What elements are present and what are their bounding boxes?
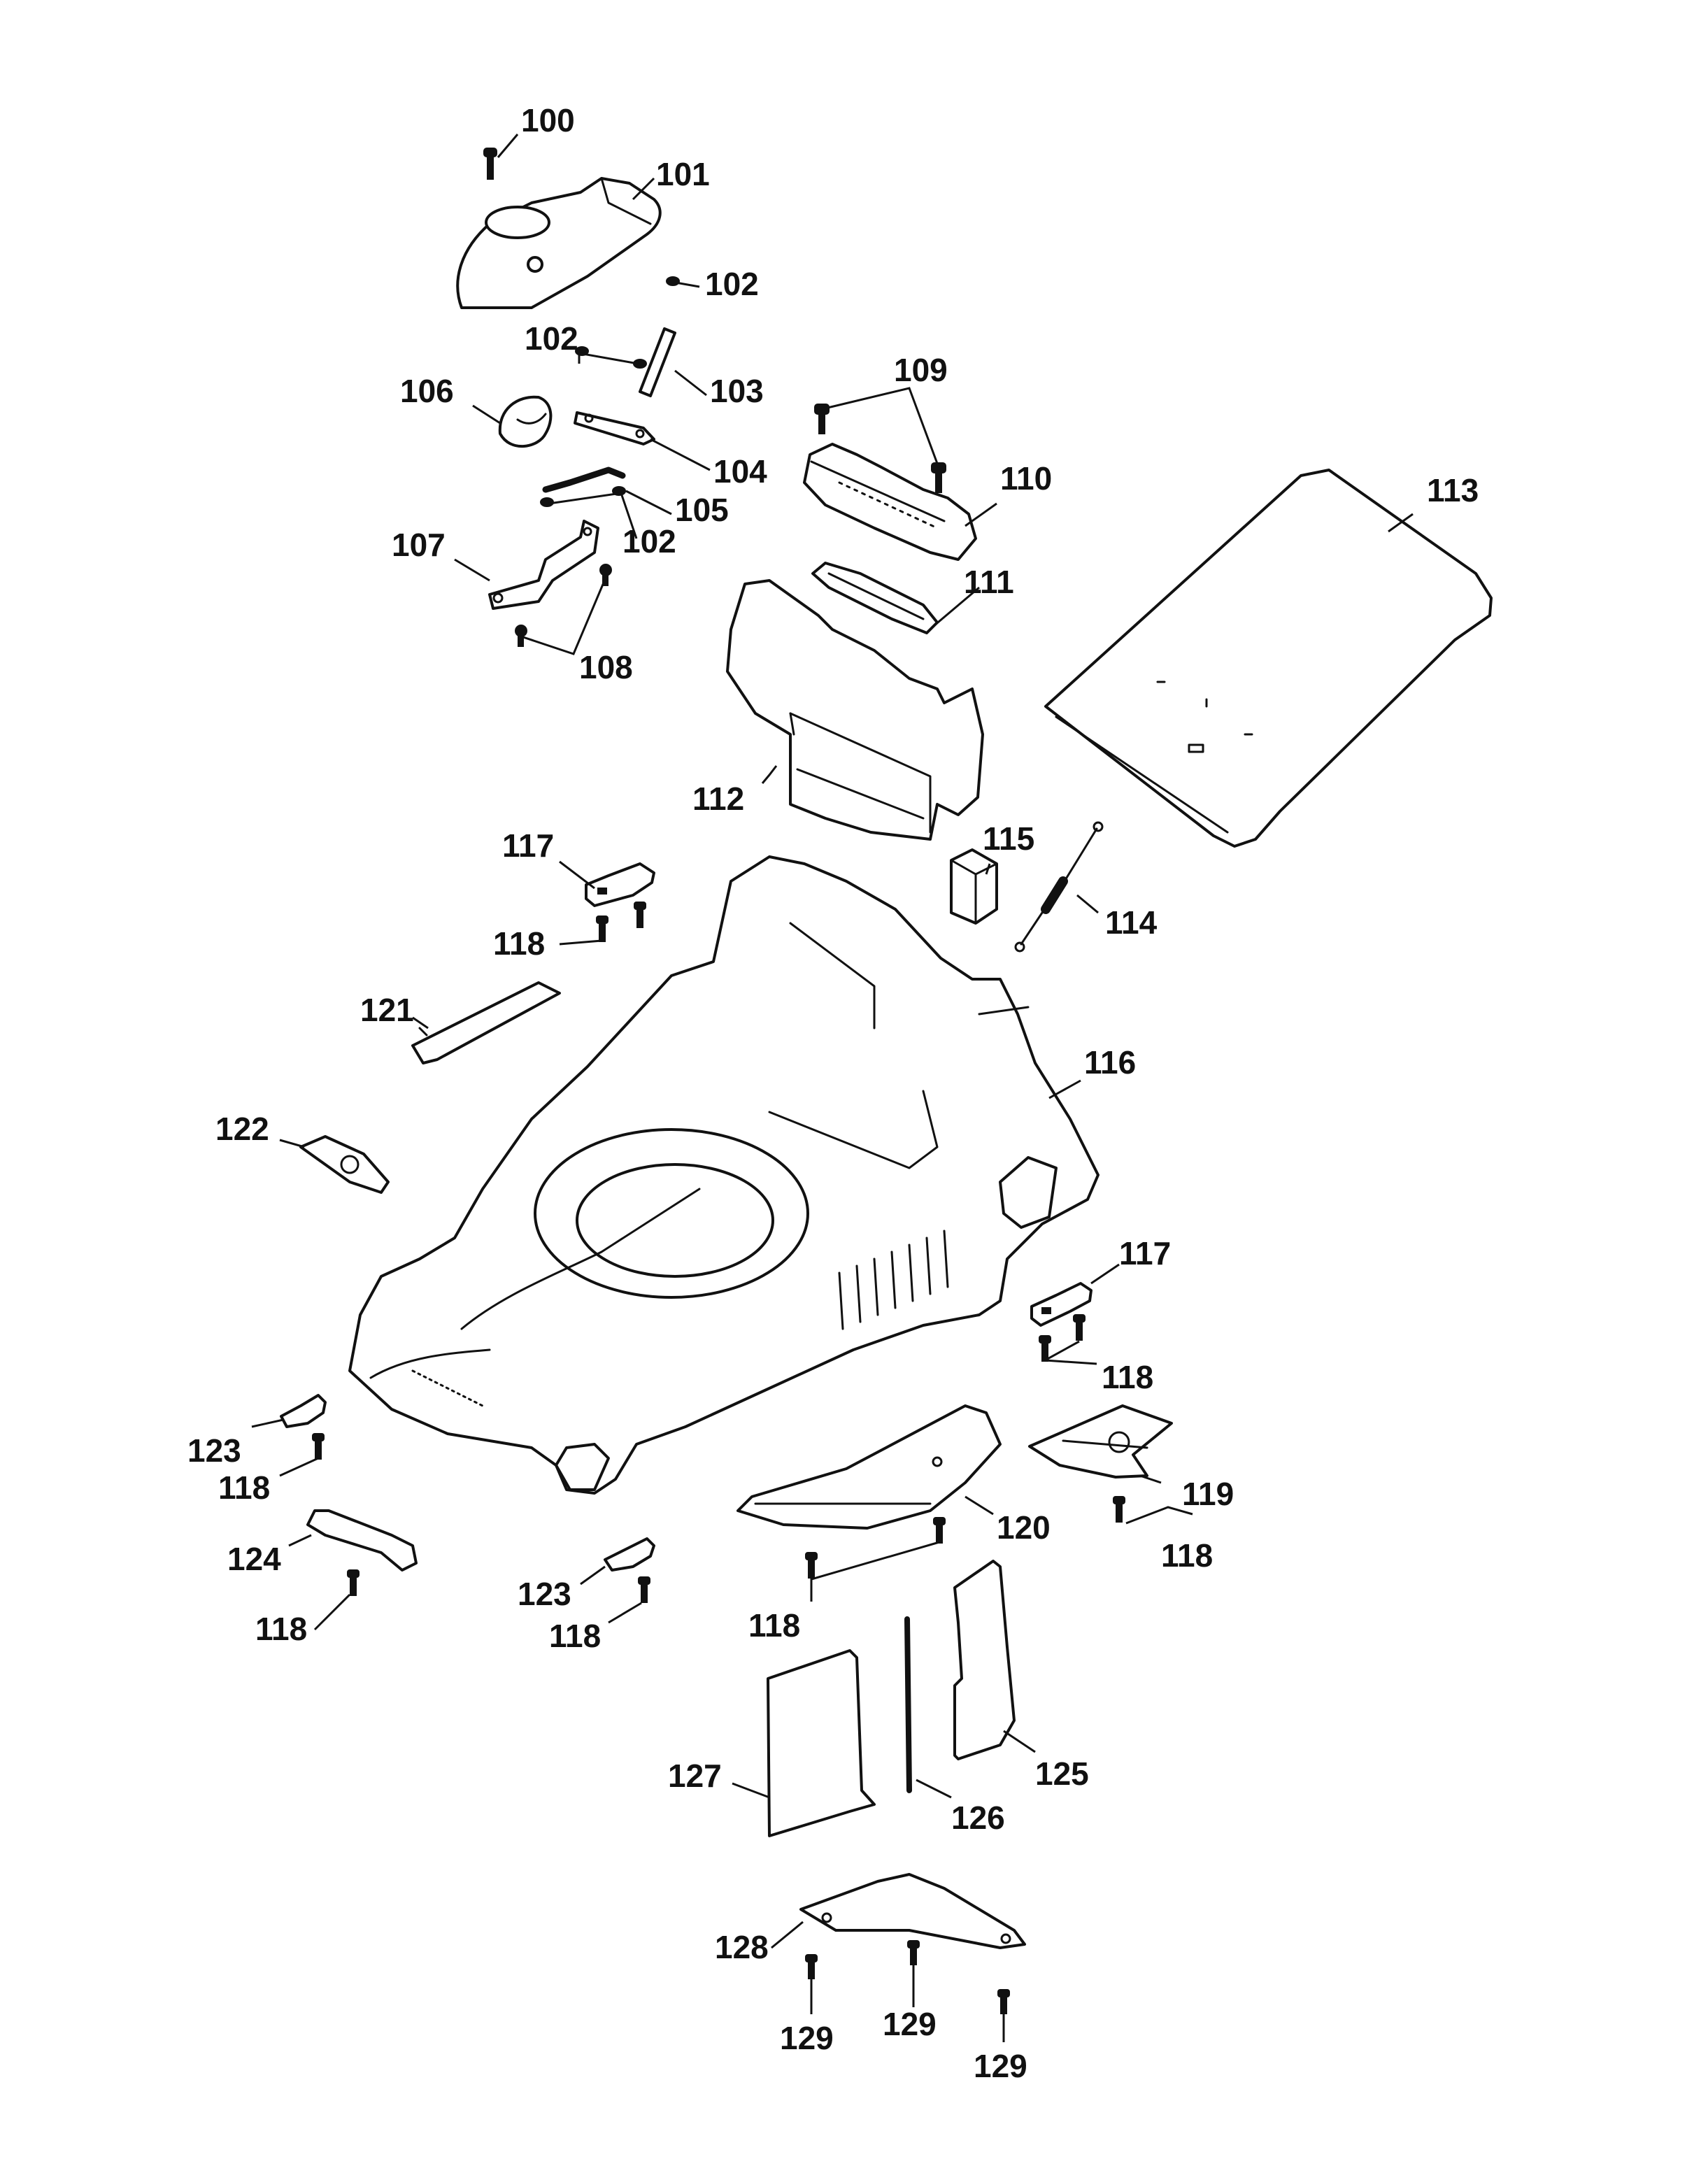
callout-118: 118 xyxy=(1161,1537,1213,1574)
part-104-link xyxy=(574,411,655,446)
part-111-grip-insert xyxy=(811,562,939,634)
callout-128: 128 xyxy=(715,1929,769,1965)
part-122-strip xyxy=(299,1135,390,1194)
callout-127: 127 xyxy=(668,1758,722,1794)
part-113-lid xyxy=(1044,469,1493,848)
callout-129: 129 xyxy=(780,2020,834,2056)
part-121-strip xyxy=(411,981,561,1064)
callout-108: 108 xyxy=(579,649,633,685)
callout-120: 120 xyxy=(997,1509,1051,1546)
callout-129: 129 xyxy=(974,2048,1027,2084)
callout-117: 117 xyxy=(502,827,554,864)
part-123-clips xyxy=(280,1394,655,1572)
part-112-rear-hood xyxy=(726,579,984,841)
callout-118: 118 xyxy=(493,925,545,962)
callout-118: 118 xyxy=(255,1611,307,1647)
part-127-side-panel xyxy=(767,1649,876,1837)
callout-123: 123 xyxy=(187,1432,241,1469)
callout-129: 129 xyxy=(883,2006,937,2042)
callout-118: 118 xyxy=(1102,1359,1153,1395)
part-126-rod xyxy=(904,1616,912,1793)
callout-126: 126 xyxy=(951,1800,1005,1836)
part-105-rod xyxy=(542,466,626,493)
part-106-knob xyxy=(498,395,553,448)
part-129-screws xyxy=(805,1940,1010,2014)
callout-109: 109 xyxy=(894,352,948,388)
part-118-screws xyxy=(312,902,1125,1603)
callout-123: 123 xyxy=(518,1576,571,1612)
callout-106: 106 xyxy=(400,373,454,409)
part-100-screw xyxy=(483,148,497,180)
callout-116: 116 xyxy=(1084,1044,1136,1081)
callout-114: 114 xyxy=(1105,904,1158,941)
part-125-side-panel xyxy=(953,1560,1016,1760)
callout-100: 100 xyxy=(521,102,575,138)
callout-102: 102 xyxy=(525,320,578,357)
leader-lines xyxy=(251,134,1414,2042)
part-101-cover xyxy=(456,177,662,309)
callout-124: 124 xyxy=(227,1541,281,1577)
part-128-base-plate xyxy=(799,1873,1026,1949)
callout-118: 118 xyxy=(218,1469,270,1506)
part-114-spring xyxy=(1014,821,1104,953)
callout-122: 122 xyxy=(215,1111,269,1147)
callout-121: 121 xyxy=(360,992,414,1028)
part-108-screws xyxy=(515,564,612,647)
callout-107: 107 xyxy=(392,527,446,563)
callout-112: 112 xyxy=(692,781,744,817)
callout-113: 113 xyxy=(1427,472,1479,508)
part-103-pin xyxy=(639,327,676,397)
callout-125: 125 xyxy=(1035,1755,1089,1792)
callout-labels: 100 101 102 102 103 104 105 102 106 107 … xyxy=(187,102,1479,2084)
part-115-block xyxy=(950,848,998,925)
callout-115: 115 xyxy=(983,820,1034,857)
part-120-rear-flap xyxy=(736,1404,1002,1530)
callout-101: 101 xyxy=(656,156,710,192)
callout-102: 102 xyxy=(622,523,676,560)
part-110-handle-grip xyxy=(803,443,977,561)
callout-118: 118 xyxy=(748,1607,800,1644)
callout-117: 117 xyxy=(1119,1235,1171,1271)
callout-102: 102 xyxy=(705,266,759,302)
callout-105: 105 xyxy=(675,492,729,528)
callout-118: 118 xyxy=(549,1618,601,1654)
part-117-clips xyxy=(585,862,1093,1327)
part-116-deck-body xyxy=(348,855,1099,1495)
callout-104: 104 xyxy=(713,453,767,490)
part-124-bracket xyxy=(306,1509,418,1572)
callout-103: 103 xyxy=(710,373,764,409)
callout-110: 110 xyxy=(1000,460,1052,497)
part-119-plate xyxy=(1028,1404,1173,1479)
part-109-screws xyxy=(814,404,946,493)
callout-119: 119 xyxy=(1182,1476,1234,1512)
callout-111: 111 xyxy=(964,564,1014,600)
part-107-bracket xyxy=(488,520,599,610)
